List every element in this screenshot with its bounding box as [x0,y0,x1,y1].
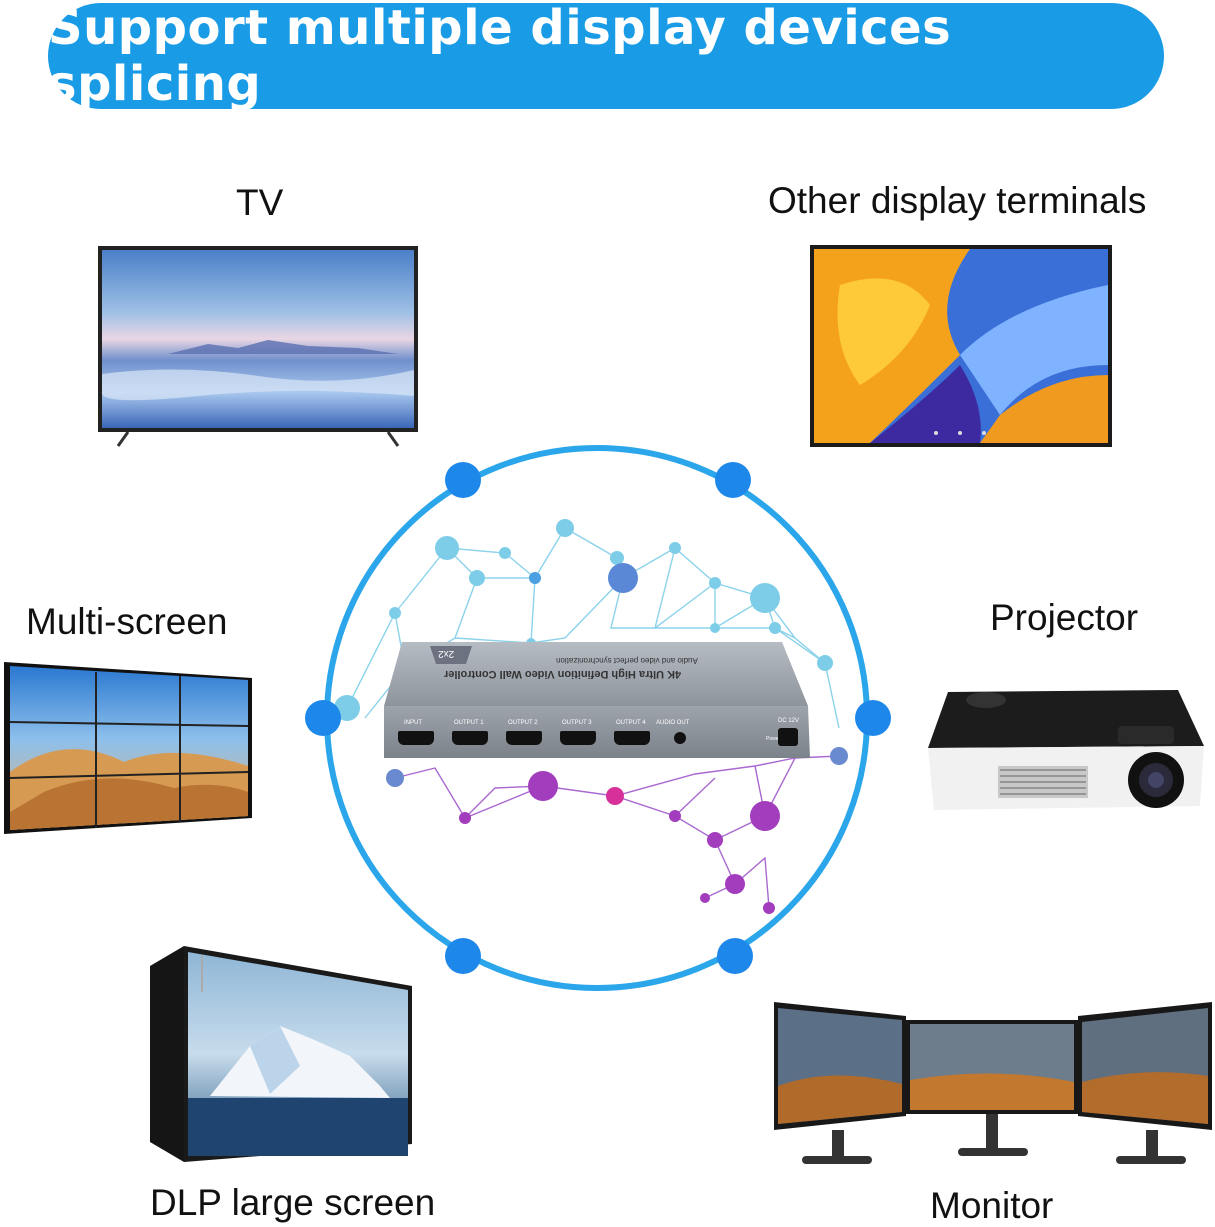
port-label-output1: OUTPUT 1 [454,720,484,726]
controller-title: 4K Ultra High Definition Video Wall Cont… [444,668,682,680]
port-number-1: 1 [496,758,499,764]
projector-image [928,690,1204,810]
port-label-input: INPUT [404,720,422,726]
multi-screen-image [4,662,252,834]
hdmi-output4-port [614,731,650,745]
other-display-label: Other display terminals [768,180,1147,221]
dlp-screen-image [150,946,412,1162]
hdmi-output2-port [506,731,542,745]
projector-label: Projector [990,597,1139,638]
port-number-2: 2 [550,758,553,764]
port-label-output2: OUTPUT 2 [508,720,538,726]
port-label-output4: OUTPUT 4 [616,720,646,726]
port-label-output3: OUTPUT 3 [562,720,592,726]
dlp-label: DLP large screen [150,1182,436,1223]
controller-badge: 2x2 [438,648,455,659]
network-circle [305,445,891,991]
other-display-image [810,245,1112,447]
audio-out-jack [674,732,686,744]
monitor-label: Monitor [930,1185,1054,1226]
monitor-image [774,1002,1212,1164]
hdmi-input-port [398,731,434,745]
banner-title: Support multiple display devices splicin… [48,0,952,112]
power-sub-label: Power [766,736,781,742]
multi-screen-label: Multi-screen [26,601,228,642]
hdmi-output3-port [560,731,596,745]
tv-label: TV [236,182,284,223]
tv-image [98,246,418,447]
title-banner: Support multiple display devices splicin… [48,0,1164,112]
port-number-4: 4 [656,758,659,764]
dc-power-jack [778,728,798,746]
power-label: DC 12V [778,718,800,724]
controller-subtitle: Audio and video perfect synchronization [556,656,698,665]
video-wall-controller: 2x2 4K Ultra High Definition Video Wall … [380,640,820,780]
port-number-in: IN [440,758,445,764]
port-label-audio-out: AUDIO OUT [656,720,690,726]
port-number-3: 3 [604,758,607,764]
hdmi-output1-port [452,731,488,745]
